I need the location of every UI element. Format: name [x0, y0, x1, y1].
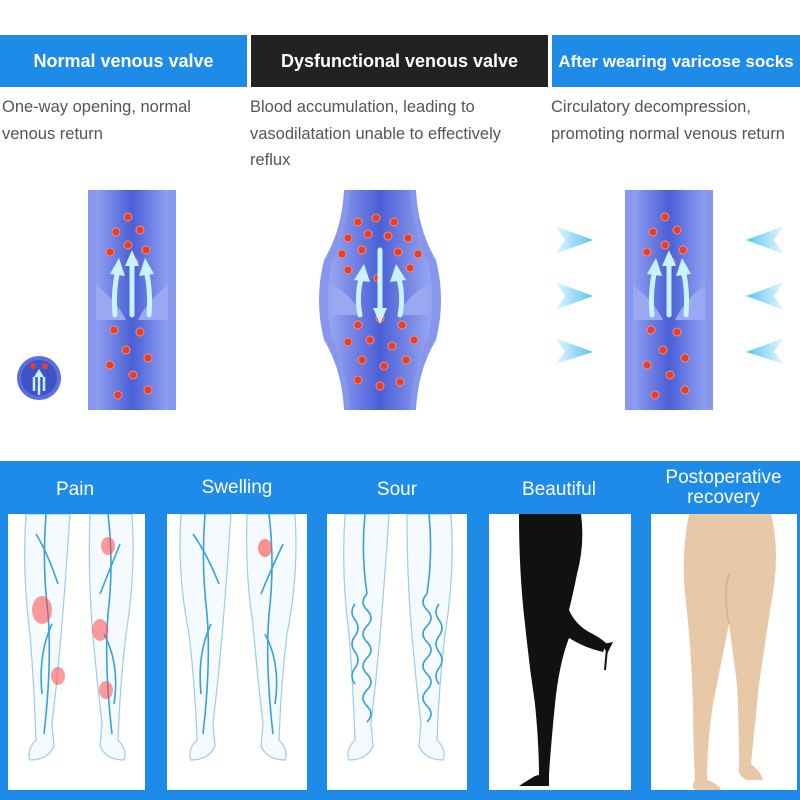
legs-swelling-illustration: [179, 514, 297, 761]
benefit-label-sour: Sour: [376, 479, 418, 500]
after-socks-vein-illustration: [625, 190, 713, 410]
header-dysfunctional-text: Dysfunctional venous valve: [280, 50, 519, 71]
description-dysfunctional: Blood accumulation, leading to vasodilat…: [250, 98, 502, 169]
mini-valve-icon: [17, 356, 61, 400]
benefit-label-pain: Pain: [55, 479, 95, 500]
benefit-label-postoperative: Postoperative recovery: [665, 467, 782, 508]
legs-sour-illustration: [343, 514, 453, 761]
stockings-beige-illustration: [683, 514, 776, 790]
panel-pain-legs: [8, 514, 145, 790]
header-normal-text: Normal venous valve: [33, 50, 214, 71]
benefit-label-swelling: Swelling: [201, 477, 273, 498]
panel-beautiful-leggings: [489, 514, 631, 790]
legs-pain-illustration: [24, 514, 134, 761]
compression-arrows-right-icon: [746, 226, 784, 364]
leggings-black-illustration: [519, 514, 613, 786]
header-normal-valve: Normal venous valve: [0, 35, 247, 87]
panel-postoperative-stockings: [651, 514, 797, 790]
header-after-socks: After wearing varicose socks: [552, 35, 800, 87]
compression-arrows-left-icon: [555, 226, 593, 364]
benefit-label-beautiful: Beautiful: [522, 479, 596, 500]
panel-sour-legs: [327, 514, 467, 790]
description-after: Circulatory decompression, promoting nor…: [551, 98, 785, 143]
dysfunctional-vein-illustration: [319, 190, 441, 410]
header-after-text: After wearing varicose socks: [558, 51, 794, 71]
header-dysfunctional-valve: Dysfunctional venous valve: [251, 35, 548, 87]
panel-swelling-legs: [167, 514, 307, 790]
normal-vein-illustration: [88, 190, 176, 410]
description-normal: One-way opening, normal venous return: [2, 98, 191, 143]
